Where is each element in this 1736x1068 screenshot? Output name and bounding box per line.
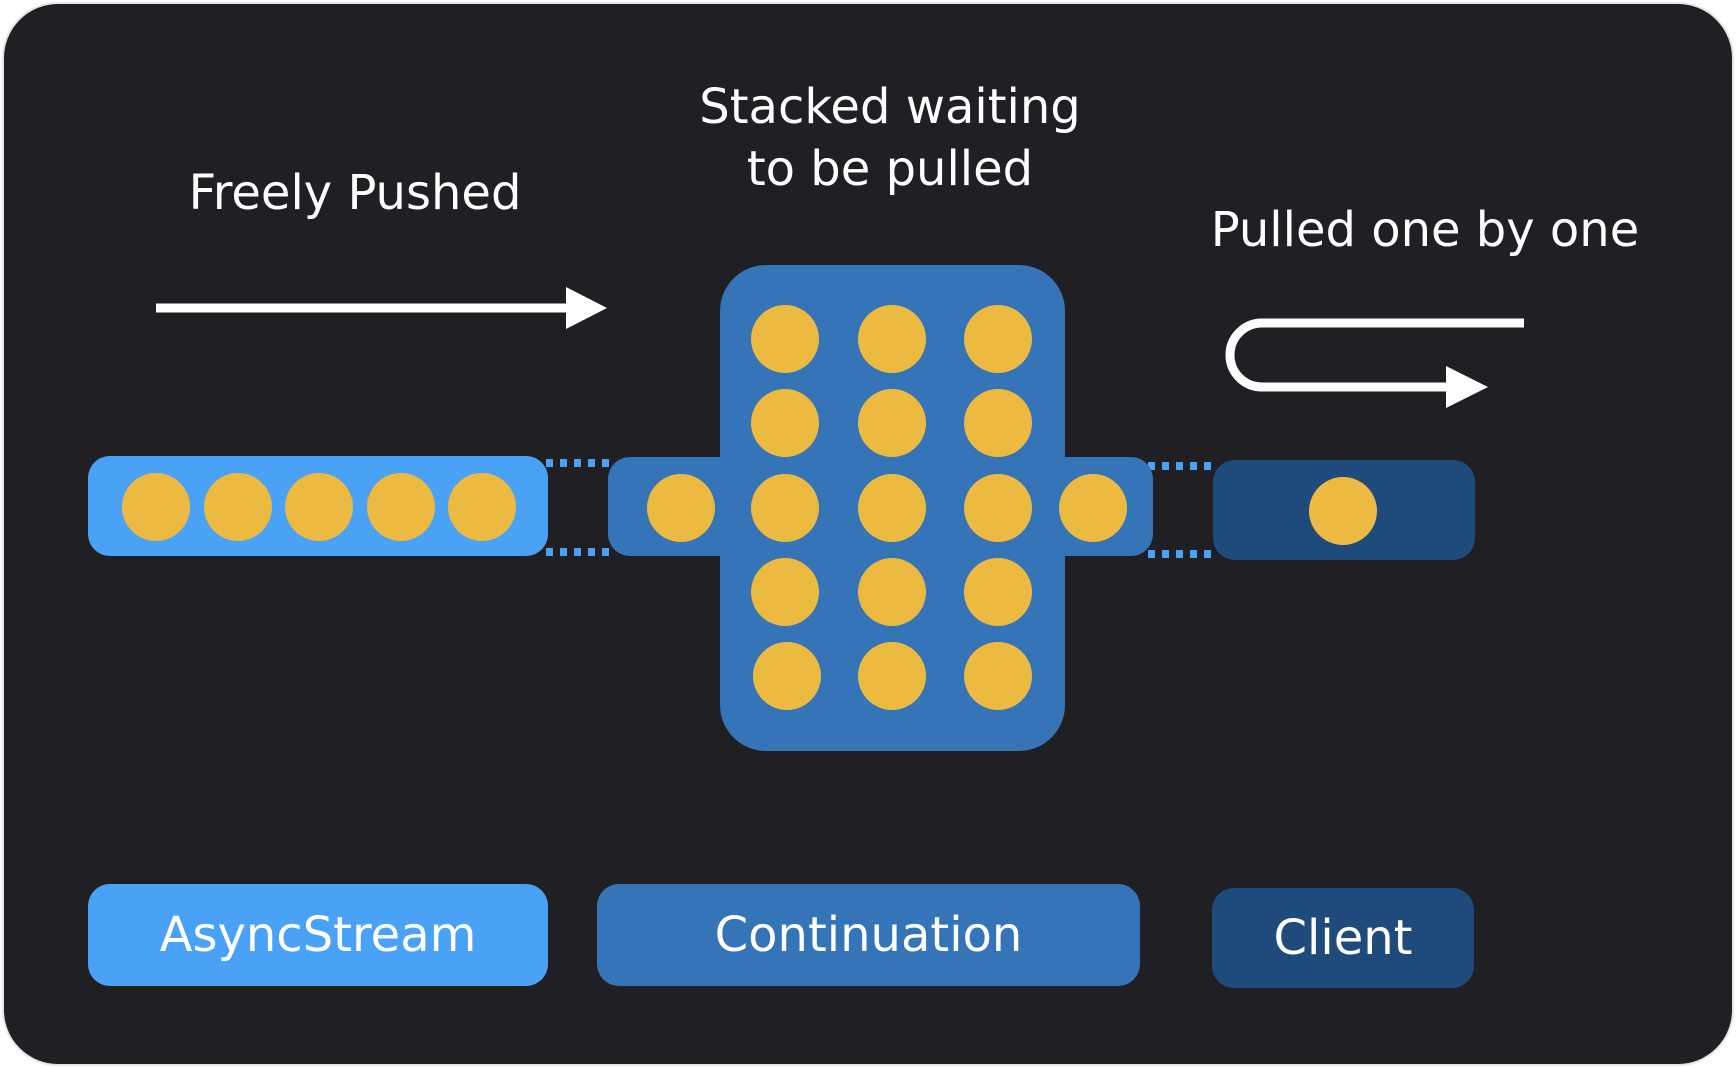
item-dot [964, 389, 1032, 457]
item-dot [751, 389, 819, 457]
legend-client: Client [1212, 888, 1474, 988]
connector-continuation-to-client [1148, 462, 1214, 558]
continuation-items [647, 305, 1127, 710]
connector-async-to-continuation [546, 459, 612, 556]
item-dot [647, 474, 715, 542]
item-dot [858, 474, 926, 542]
item-dot [1059, 474, 1127, 542]
async-stream-items [122, 473, 516, 541]
stacked-label-line-1: Stacked waiting [699, 79, 1081, 135]
legend-async-stream: AsyncStream [88, 884, 548, 986]
u-turn-arrow-icon [1225, 318, 1524, 408]
item-dot [964, 305, 1032, 373]
item-dot [858, 558, 926, 626]
item-dot [1309, 477, 1377, 545]
item-dot [964, 642, 1032, 710]
item-dot [858, 305, 926, 373]
item-dot [367, 473, 435, 541]
item-dot [122, 473, 190, 541]
item-dot [753, 642, 821, 710]
push-arrow-icon [156, 287, 607, 329]
stacked-waiting-label: Stacked waiting to be pulled [660, 76, 1120, 200]
legend-continuation: Continuation [597, 884, 1140, 986]
item-dot [858, 389, 926, 457]
item-dot [964, 474, 1032, 542]
pulled-one-by-one-label: Pulled one by one [1210, 202, 1640, 258]
item-dot [964, 558, 1032, 626]
item-dot [448, 473, 516, 541]
item-dot [285, 473, 353, 541]
stacked-label-line-2: to be pulled [746, 141, 1034, 197]
item-dot [204, 473, 272, 541]
freely-pushed-label: Freely Pushed [188, 165, 522, 221]
item-dot [858, 642, 926, 710]
item-dot [751, 558, 819, 626]
item-dot [751, 474, 819, 542]
item-dot [751, 305, 819, 373]
client-items [1309, 477, 1377, 545]
